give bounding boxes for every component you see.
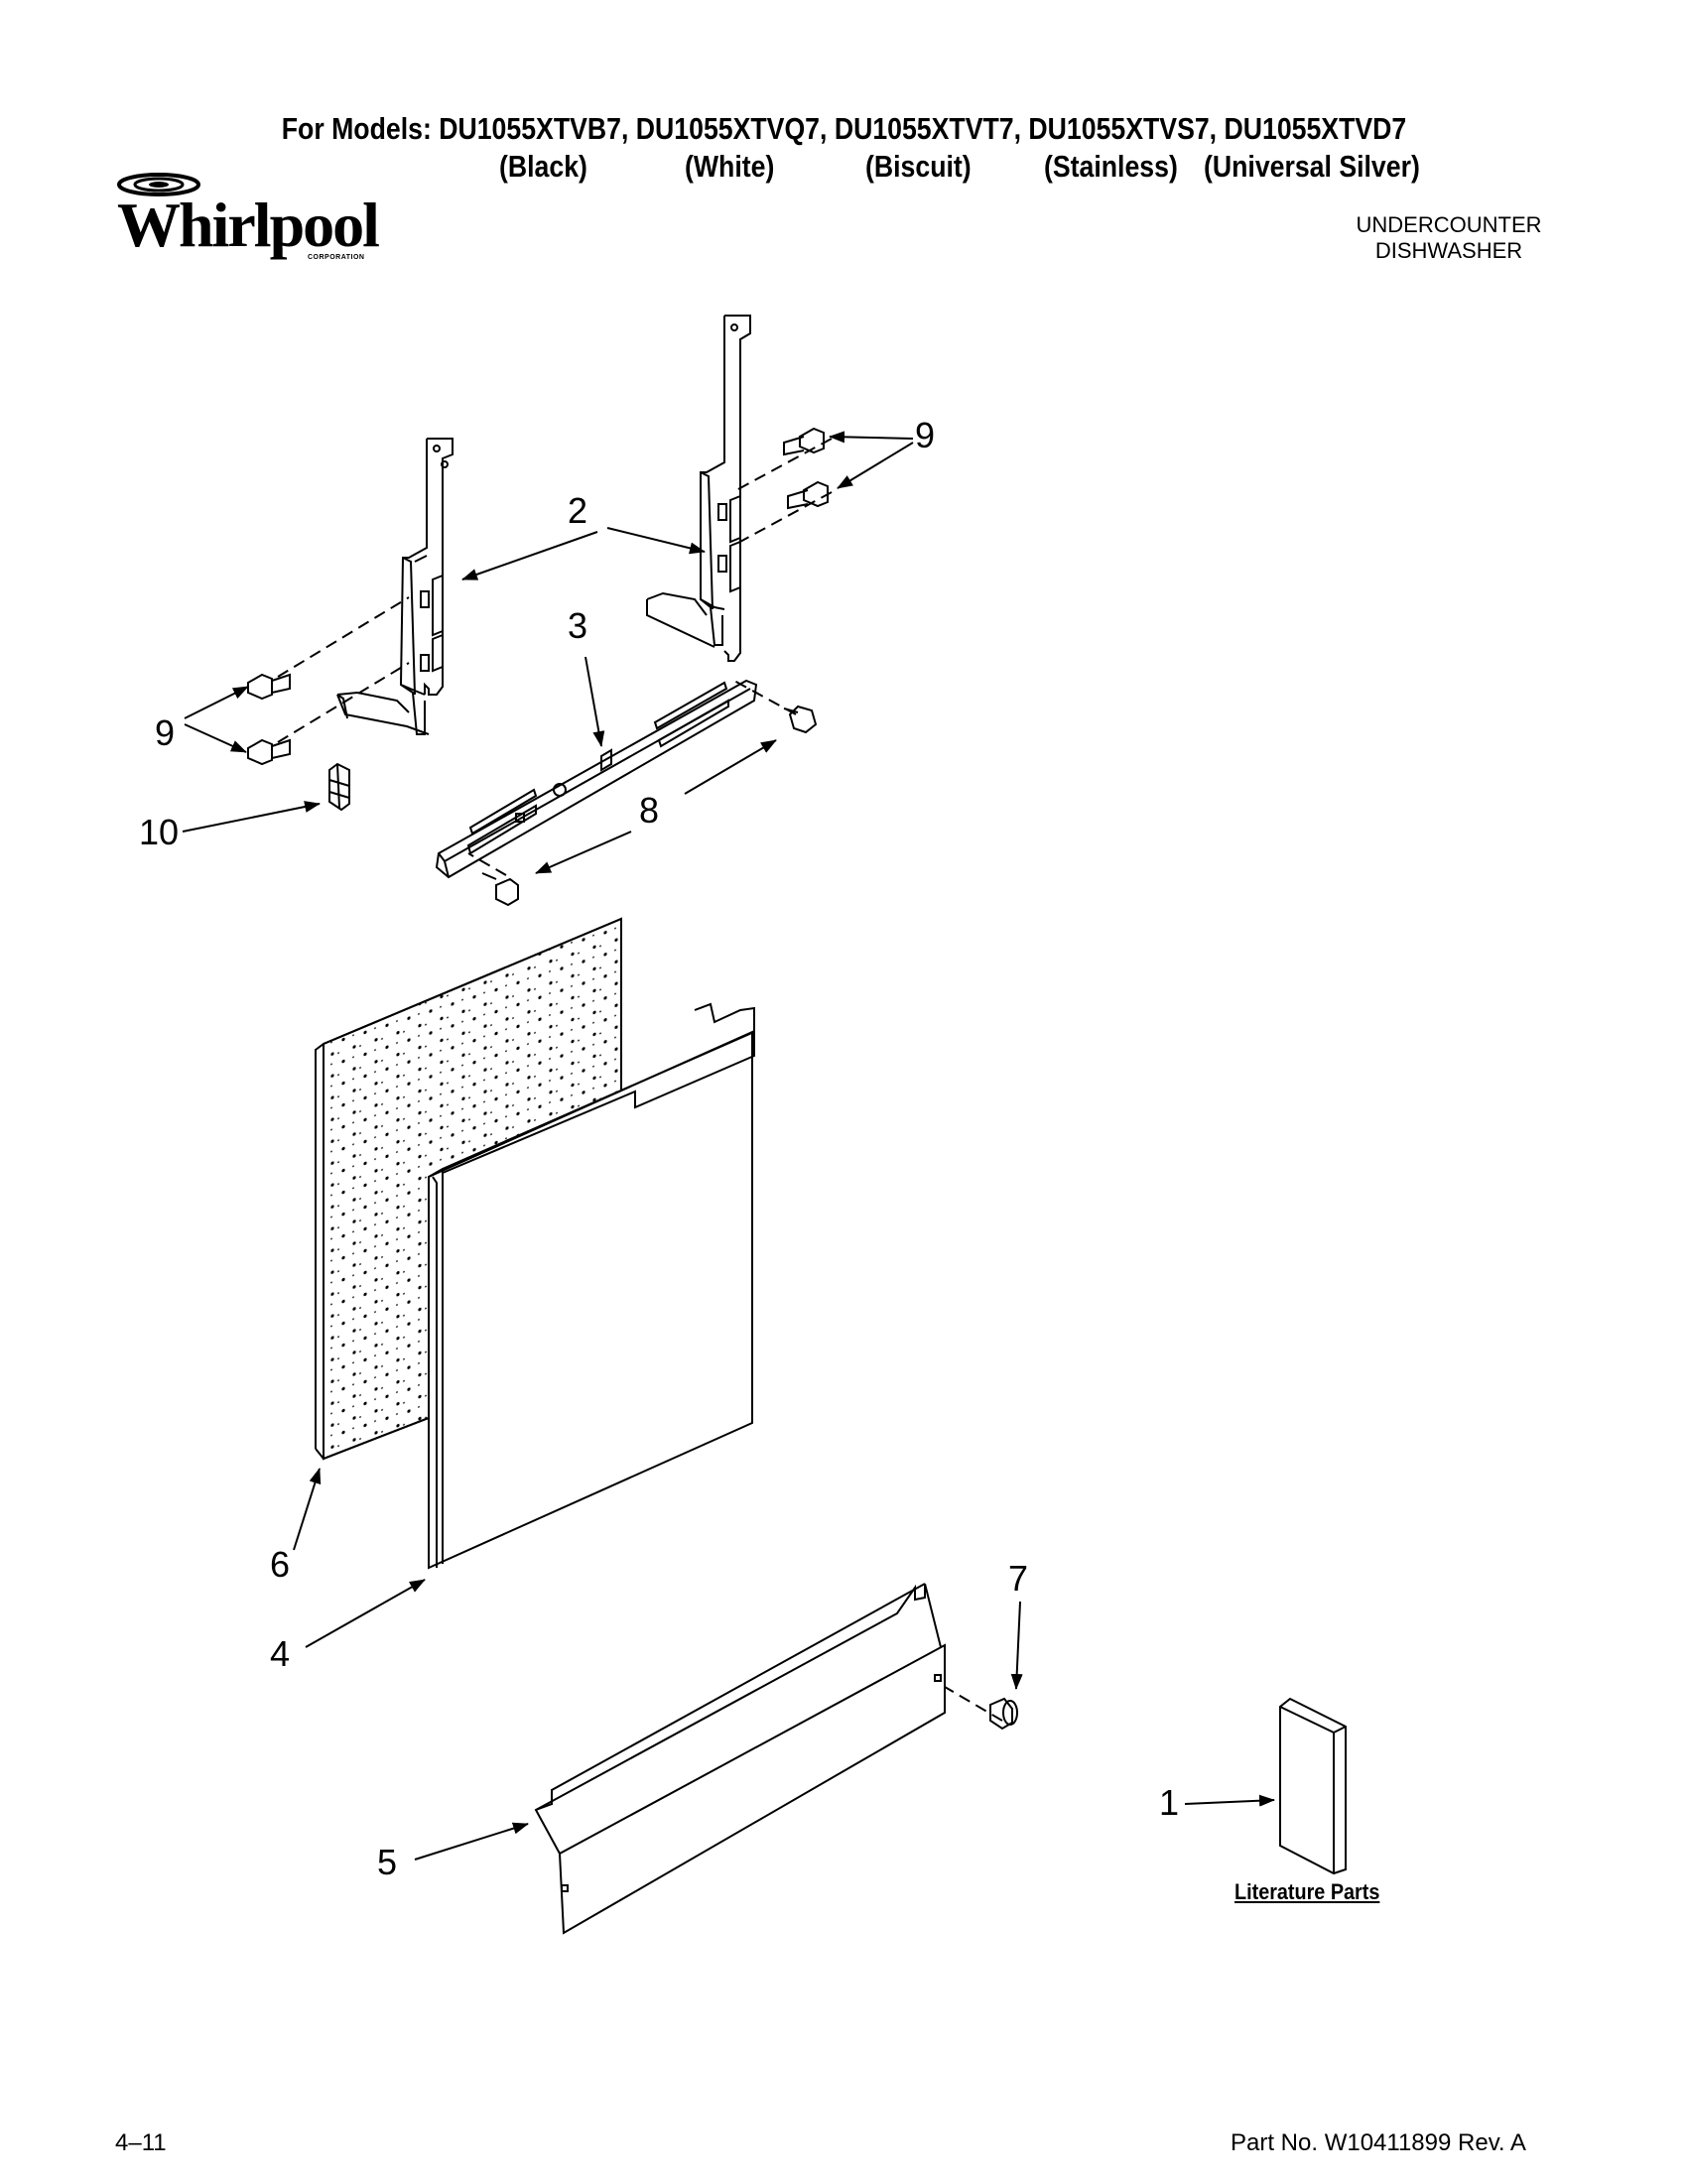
- callout-10: 10: [139, 812, 180, 852]
- logo-wordmark: Whirlpool: [117, 190, 380, 260]
- finish-black: (Black): [499, 149, 587, 184]
- callout-leaders: [182, 431, 1275, 1861]
- callout-3: 3: [568, 605, 588, 646]
- right-door-hinge: [646, 315, 751, 662]
- literature-booklet-icon: [1279, 1697, 1347, 1875]
- callout-9-left: 9: [155, 712, 176, 753]
- callout-1: 1: [1159, 1782, 1180, 1823]
- toe-kick-panel: [534, 1583, 946, 1935]
- screw-icon: [989, 1697, 1018, 1731]
- door-clip: [328, 762, 350, 812]
- screw-icon: [481, 705, 818, 907]
- logo-swirl-icon: [117, 173, 200, 196]
- appliance-type-line1: UNDERCOUNTER: [1356, 212, 1542, 237]
- callout-4: 4: [270, 1633, 291, 1674]
- appliance-type: UNDERCOUNTER DISHWASHER: [1330, 212, 1568, 264]
- finish-universal-silver: (Universal Silver): [1204, 149, 1420, 184]
- callout-5: 5: [377, 1842, 398, 1882]
- appliance-type-line2: DISHWASHER: [1374, 238, 1523, 263]
- callout-2: 2: [568, 490, 588, 531]
- callout-8: 8: [639, 790, 660, 831]
- models-line: For Models: DU1055XTVB7, DU1055XTVQ7, DU…: [281, 111, 1407, 146]
- left-door-hinge: [336, 438, 454, 735]
- callout-9-right: 9: [915, 415, 936, 455]
- footer-part-number: Part No. W10411899 Rev. A: [1231, 2129, 1526, 2156]
- logo-corporation: CORPORATION: [308, 254, 365, 261]
- callout-7: 7: [1008, 1558, 1029, 1599]
- finish-stainless: (Stainless): [1044, 149, 1178, 184]
- whirlpool-logo: Whirlpool CORPORATION: [117, 171, 380, 270]
- callout-6: 6: [270, 1544, 291, 1585]
- finish-white: (White): [685, 149, 775, 184]
- footer-date: 4–11: [115, 2129, 167, 2156]
- screw-icon: [247, 427, 829, 766]
- literature-parts-label: Literature Parts: [1234, 1879, 1380, 1904]
- mounting-rail: [435, 679, 758, 879]
- finish-biscuit: (Biscuit): [865, 149, 972, 184]
- door-panel: [428, 1002, 755, 1570]
